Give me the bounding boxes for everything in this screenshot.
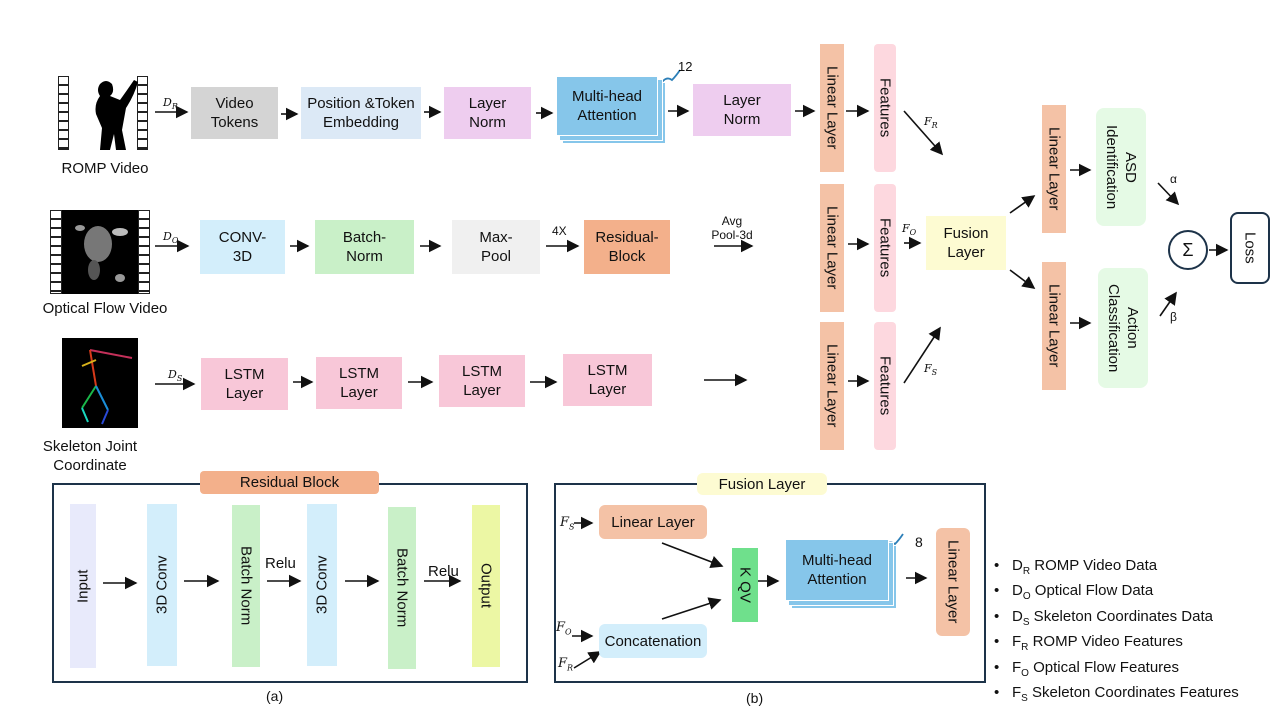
legend-item-fo: •FO Optical Flow Features bbox=[994, 658, 1180, 679]
conv3d-2-box: 3D Conv bbox=[307, 504, 337, 666]
legend: •DR ROMP Video Data •DO Optical Flow Dat… bbox=[994, 556, 1239, 708]
caption-b: (b) bbox=[746, 690, 764, 706]
skeleton-thumbnail bbox=[62, 338, 138, 428]
d-o-symbol: DO bbox=[163, 230, 179, 246]
residual-block-box: Residual-Block bbox=[584, 220, 670, 274]
linear-layer-action: Linear Layer bbox=[1042, 262, 1066, 390]
relu-2-label: Relu bbox=[428, 563, 459, 580]
caption-a: (a) bbox=[266, 688, 284, 704]
features-optical: Features bbox=[874, 184, 896, 312]
concatenation-box: Concatenation bbox=[599, 624, 707, 658]
f-s-symbol: FS bbox=[924, 362, 938, 378]
output-box: Output bbox=[472, 505, 500, 667]
linear-layer-romp: Linear Layer bbox=[820, 44, 844, 172]
relu-1-label: Relu bbox=[265, 555, 296, 572]
sum-node: Σ bbox=[1168, 230, 1208, 270]
conv3d-box: CONV-3D bbox=[200, 220, 285, 274]
linear-layer-asd: Linear Layer bbox=[1042, 105, 1066, 233]
max-pool-box: Max-Pool bbox=[452, 220, 540, 274]
conv3d-1-box: 3D Conv bbox=[147, 504, 177, 666]
linear-layer-optical: Linear Layer bbox=[820, 184, 844, 312]
features-skeleton: Features bbox=[874, 322, 896, 450]
mha-count-12: 12 bbox=[678, 59, 693, 74]
f-r-symbol: FR bbox=[924, 115, 938, 131]
panel-b-linear-out-box: Linear Layer bbox=[936, 528, 970, 636]
batch-norm-box: Batch-Norm bbox=[315, 220, 414, 274]
batch-norm-2-box: Batch Norm bbox=[388, 507, 416, 669]
optical-flow-thumbnail bbox=[50, 210, 150, 294]
panel-b-f-o-symbol: FO bbox=[556, 620, 572, 637]
panel-b-linear-layer-box: Linear Layer bbox=[599, 505, 707, 539]
linear-layer-skeleton: Linear Layer bbox=[820, 322, 844, 450]
d-s-symbol: DS bbox=[168, 368, 183, 384]
romp-video-label: ROMP Video bbox=[61, 160, 149, 177]
optical-flow-label: Optical Flow Video bbox=[42, 300, 168, 317]
panel-b-mha-count-8: 8 bbox=[915, 534, 923, 550]
beta-weight: β bbox=[1170, 310, 1177, 324]
legend-item-dr: •DR ROMP Video Data bbox=[994, 557, 1158, 577]
features-romp: Features bbox=[874, 44, 896, 172]
legend-item-ds: •DS Skeleton Coordinates Data bbox=[994, 607, 1213, 628]
legend-item-fs: •FS Skeleton Coordinates Features bbox=[994, 684, 1239, 705]
batch-norm-1-box: Batch Norm bbox=[232, 505, 260, 667]
residual-block-panel bbox=[52, 483, 528, 683]
panel-b-f-s-symbol: FS bbox=[560, 515, 575, 532]
loss-box: Loss bbox=[1230, 212, 1270, 284]
f-o-symbol: FO bbox=[902, 222, 917, 238]
kqv-box: K QV bbox=[732, 548, 758, 622]
legend-item-do: •DO Optical Flow Data bbox=[994, 582, 1154, 603]
legend-item-fr: •FR ROMP Video Features bbox=[994, 633, 1183, 654]
d-r-symbol: DR bbox=[163, 96, 178, 112]
romp-video-thumbnail bbox=[58, 76, 148, 150]
alpha-weight: α bbox=[1170, 172, 1177, 186]
residual-block-title: Residual Block bbox=[200, 471, 379, 494]
panel-b-f-r-symbol: FR bbox=[558, 656, 574, 673]
input-box: Input bbox=[70, 504, 96, 668]
fusion-layer-title: Fusion Layer bbox=[697, 473, 827, 495]
repeat-4x-label: 4X bbox=[552, 224, 567, 238]
